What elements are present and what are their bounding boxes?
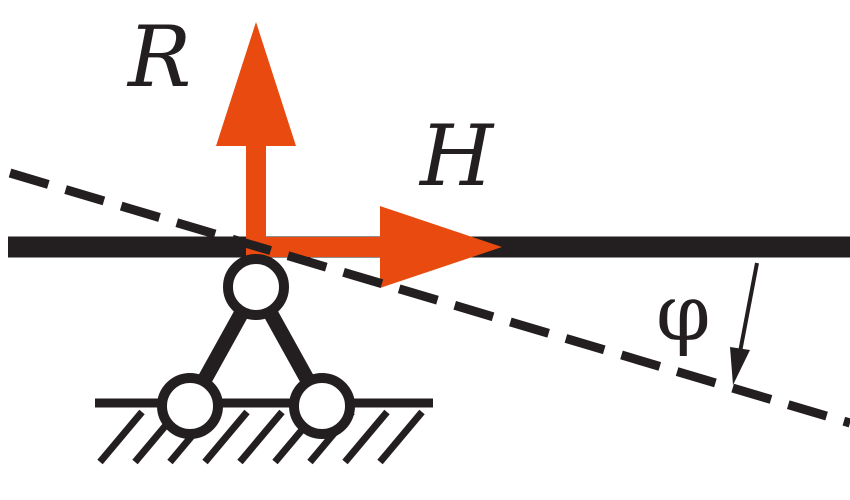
angle-label: φ (656, 269, 711, 359)
top-hinge-pin (223, 254, 289, 320)
hinge-pins (157, 254, 355, 439)
ground-hatching (97, 409, 425, 465)
right-base-pin (289, 373, 355, 439)
horizontal-force-arrow (246, 206, 502, 288)
left-base-pin (157, 373, 223, 439)
angle-indicator-arrow (730, 262, 759, 385)
reaction-force-arrow (216, 22, 296, 252)
horizontal-force-label: H (418, 107, 495, 205)
deflected-dashed-line (8, 168, 850, 428)
reaction-label: R (126, 8, 191, 106)
